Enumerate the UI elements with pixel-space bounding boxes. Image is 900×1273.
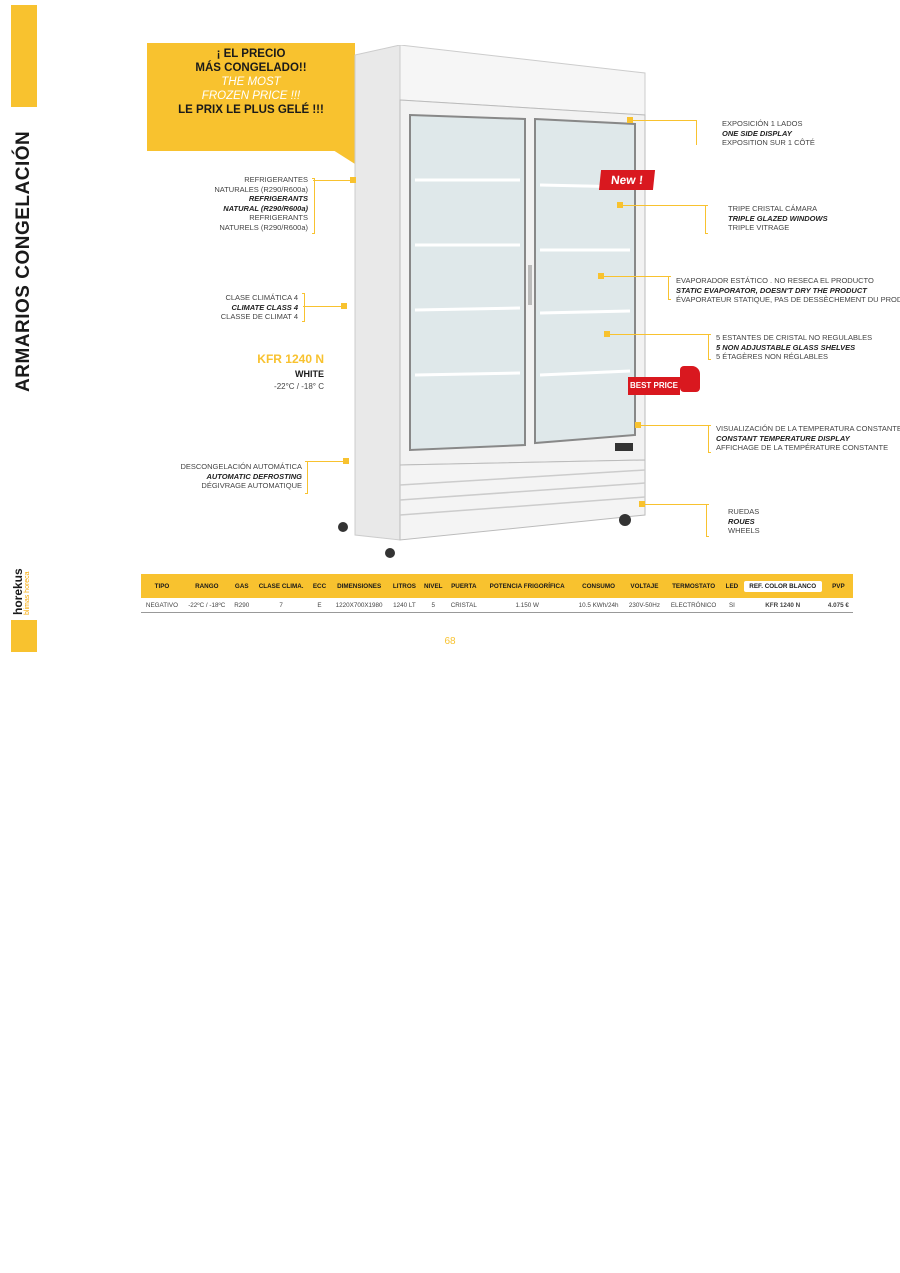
wheels-label: RUEDAS ROUES WHEELS bbox=[728, 507, 760, 535]
specs-table: TIPO RANGO GAS CLASE CLIMA. ECC DIMENSIO… bbox=[141, 574, 853, 613]
brand-logo: horekus blimas horeca bbox=[11, 568, 32, 615]
page-number: 68 bbox=[444, 636, 456, 647]
table-cell: 1220X700X1980 bbox=[329, 598, 389, 613]
table-header: CONSUMO bbox=[573, 574, 625, 598]
table-header: PUERTA bbox=[446, 574, 482, 598]
model-block: KFR 1240 N WHITE -22°C / -18° C bbox=[240, 352, 324, 391]
promo-line: ¡ EL PRECIO bbox=[216, 48, 286, 60]
price-cell: 4.075 € bbox=[823, 598, 853, 613]
brand-name: horekus bbox=[11, 568, 25, 615]
new-badge: New ! bbox=[598, 170, 656, 190]
evaporator-label: EVAPORADOR ESTÁTICO . NO RESECA EL PRODU… bbox=[676, 276, 900, 304]
side-accent-bar bbox=[11, 5, 37, 107]
table-cell: 10.5 KWh/24h bbox=[573, 598, 625, 613]
table-header: RANGO bbox=[182, 574, 231, 598]
table-header: TIPO bbox=[141, 574, 183, 598]
table-header: NIVEL bbox=[420, 574, 447, 598]
table-header: REF. COLOR BLANCO bbox=[741, 574, 824, 598]
model-name: KFR 1240 N bbox=[257, 352, 324, 366]
promo-line: THE MOST bbox=[221, 76, 281, 88]
promo-tail bbox=[333, 150, 355, 164]
thumbs-up-icon bbox=[680, 366, 700, 392]
table-header: VOLTAJE bbox=[624, 574, 665, 598]
promo-line: MÁS CONGELADO!! bbox=[195, 62, 307, 74]
table-cell: E bbox=[309, 598, 330, 613]
table-cell: NEGATIVO bbox=[141, 598, 183, 613]
table-cell: 230V-50Hz bbox=[624, 598, 665, 613]
table-cell: -22ºC / -18ºC bbox=[182, 598, 231, 613]
brand-subtitle: blimas horeca bbox=[24, 571, 31, 615]
table-header-row: TIPO RANGO GAS CLASE CLIMA. ECC DIMENSIO… bbox=[141, 574, 853, 598]
table-header: DIMENSIONES bbox=[329, 574, 389, 598]
model-color: WHITE bbox=[295, 369, 324, 379]
best-price-badge: BEST PRICE bbox=[628, 377, 680, 395]
table-cell: 5 bbox=[420, 598, 447, 613]
triple-glass-label: TRIPE CRISTAL CÁMARA TRIPLE GLAZED WINDO… bbox=[728, 204, 828, 232]
table-cell: CRISTAL bbox=[446, 598, 482, 613]
table-row: NEGATIVO -22ºC / -18ºC R290 7 E 1220X700… bbox=[141, 598, 853, 613]
table-header: LED bbox=[722, 574, 742, 598]
table-header: CLASE CLIMA. bbox=[252, 574, 310, 598]
climate-class-label: CLASE CLIMÁTICA 4 CLIMATE CLASS 4 CLASSE… bbox=[220, 293, 298, 321]
ref-code-cell: KFR 1240 N bbox=[741, 598, 824, 613]
temp-display-label: VISUALIZACIÓN DE LA TEMPERATURA CONSTANT… bbox=[716, 424, 900, 452]
promo-line: LE PRIX LE PLUS GELÉ !!! bbox=[178, 104, 324, 116]
table-header: LITROS bbox=[388, 574, 421, 598]
defrost-label: DESCONGELACIÓN AUTOMÁTICA AUTOMATIC DEFR… bbox=[180, 462, 302, 490]
table-header: ECC bbox=[309, 574, 330, 598]
model-range: -22°C / -18° C bbox=[274, 382, 324, 391]
shelves-label: 5 ESTANTES DE CRISTAL NO REGULABLES 5 NO… bbox=[716, 333, 873, 361]
table-header: TERMOSTATO bbox=[664, 574, 723, 598]
table-cell: ELECTRÓNICO bbox=[664, 598, 723, 613]
table-header: GAS bbox=[230, 574, 253, 598]
table-header: POTENCIA FRIGORÍFICA bbox=[481, 574, 574, 598]
table-cell: R290 bbox=[230, 598, 253, 613]
table-cell: 1.150 W bbox=[481, 598, 574, 613]
table-cell: SI bbox=[722, 598, 742, 613]
display-label: EXPOSICIÓN 1 LADOS ONE SIDE DISPLAY EXPO… bbox=[722, 119, 815, 147]
refrigerants-label: REFRIGERANTES NATURALES (R290/R600a) REF… bbox=[214, 175, 308, 232]
table-cell: 1240 LT bbox=[388, 598, 421, 613]
table-cell: 7 bbox=[252, 598, 310, 613]
section-title: ARMARIOS CONGELACIÓN bbox=[13, 130, 34, 392]
promo-line: FROZEN PRICE !!! bbox=[201, 90, 301, 102]
freezer-image bbox=[338, 45, 646, 558]
promo-banner: ¡ EL PRECIO MÁS CONGELADO!! THE MOST FRO… bbox=[147, 43, 355, 151]
side-accent-bar-bottom bbox=[11, 620, 37, 652]
table-header: PVP bbox=[823, 574, 853, 598]
